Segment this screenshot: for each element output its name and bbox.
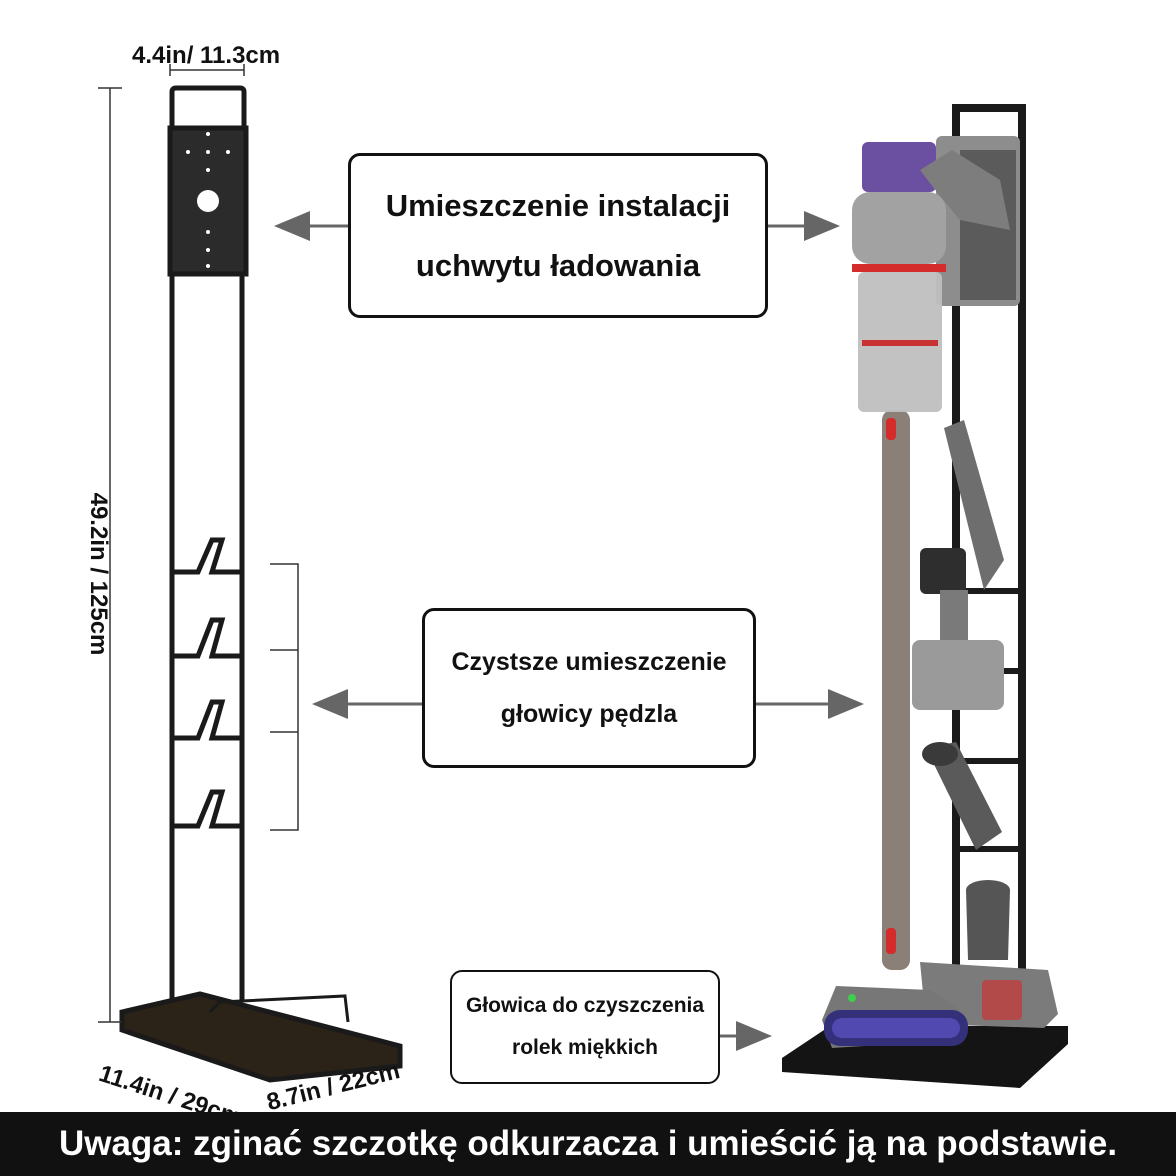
dimension-width-label: 4.4in/ 11.3cm: [132, 42, 281, 69]
callout-charger-line2: uchwytu ładowania: [415, 247, 701, 283]
callout-charger-line1: Umieszczenie instalacji: [385, 187, 731, 223]
callout-charger-holder: Umieszczenie instalacji uchwytu ładowani…: [348, 153, 768, 318]
dimension-height-label: 49.2in / 125cm: [85, 492, 112, 656]
callout-roller-line2: rolek miękkich: [512, 1036, 658, 1059]
callout-arrows: [274, 211, 864, 1051]
callout-soft-roller-head: Głowica do czyszczenia rolek miękkich: [450, 970, 720, 1084]
plate-holes: [186, 132, 230, 268]
callout-brush-head: Czystsze umieszczenie głowicy pędzla: [422, 608, 756, 768]
callout-brush-line1: Czystsze umieszczenie: [451, 648, 727, 676]
note-banner: Uwaga: zginać szczotkę odkurzacza i umie…: [0, 1112, 1176, 1176]
callout-roller-line1: Głowica do czyszczenia: [465, 994, 705, 1017]
stand-photo: [782, 104, 1068, 1088]
callout-brush-line2: głowicy pędzla: [500, 700, 678, 728]
dimension-lines: [98, 64, 299, 1023]
